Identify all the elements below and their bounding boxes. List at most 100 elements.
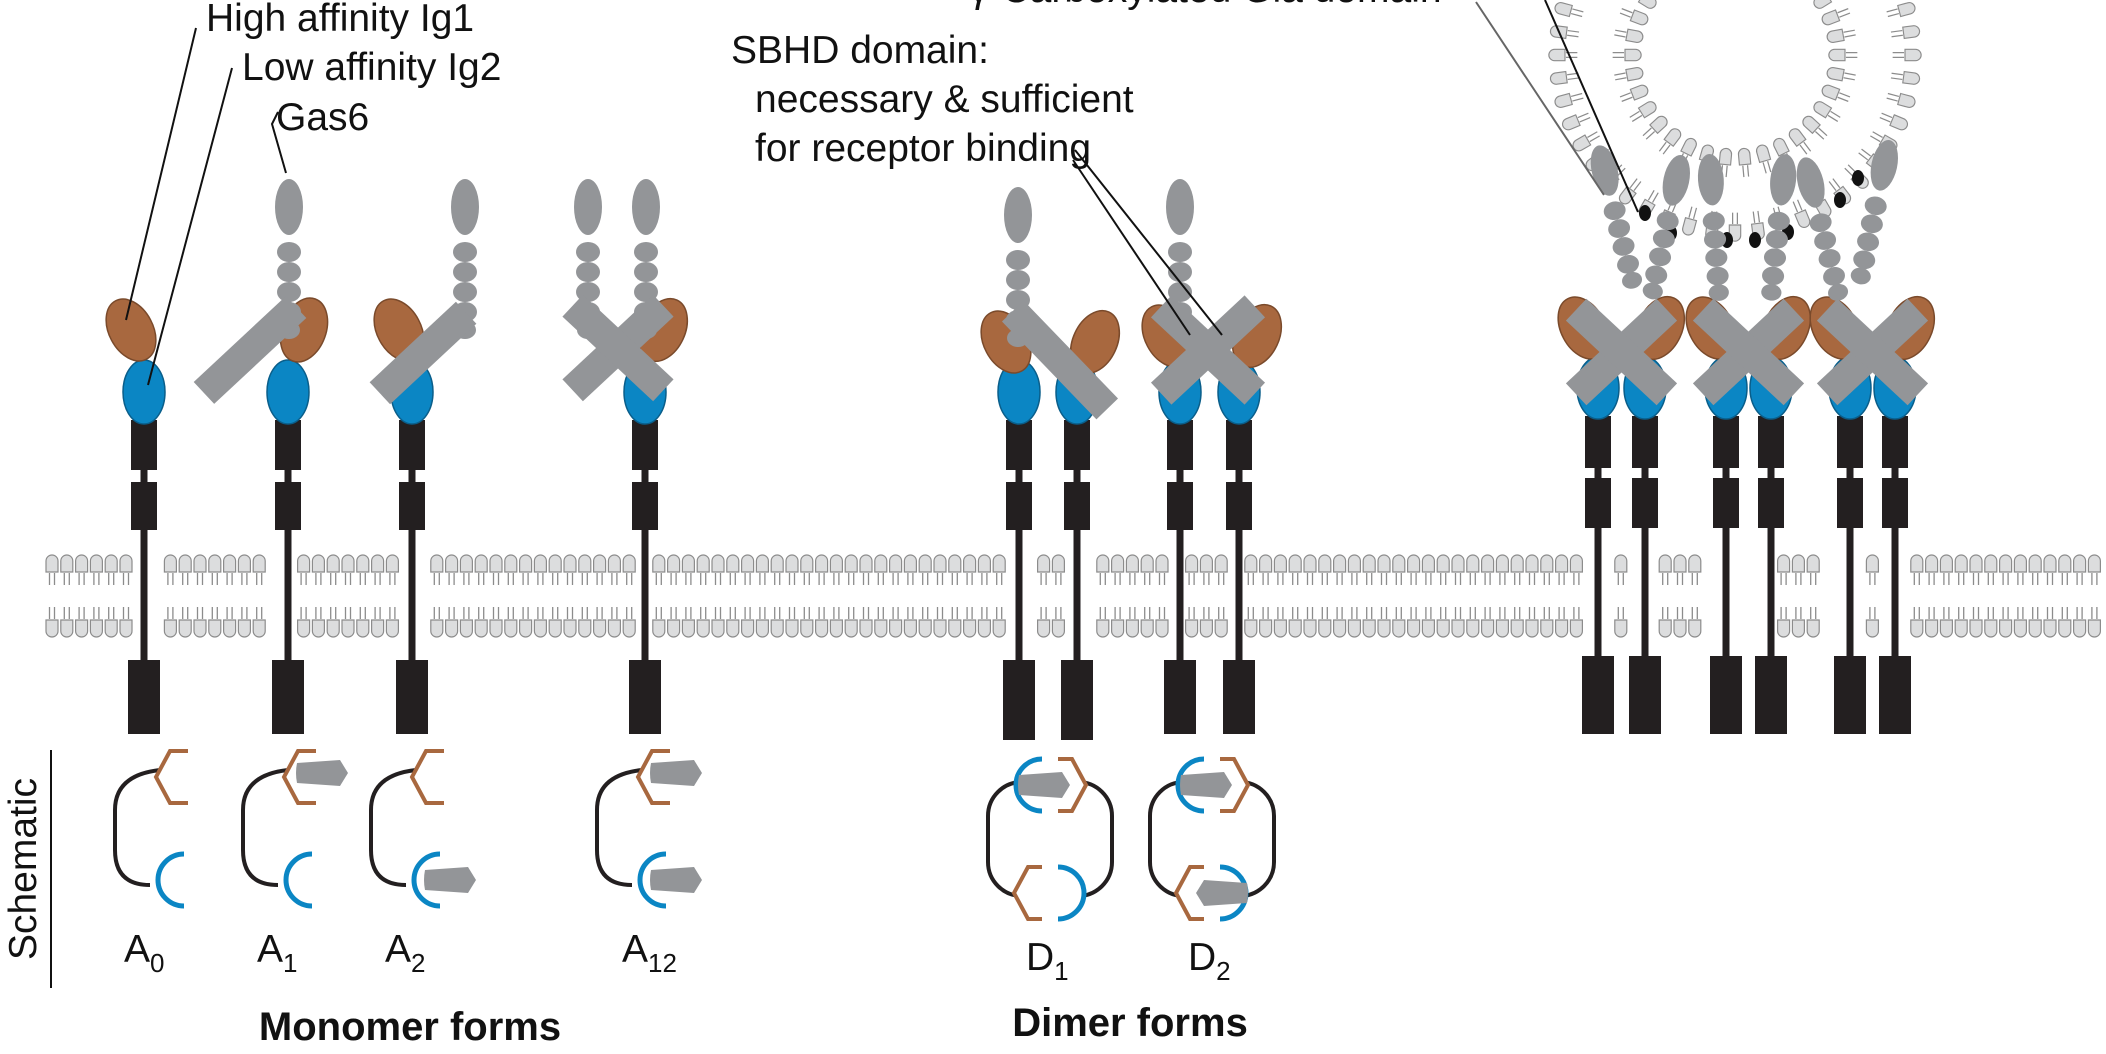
lipid (903, 606, 918, 638)
lipid (311, 606, 326, 638)
lipid (1614, 554, 1628, 586)
vesicle-lipid (1553, 89, 1585, 110)
lipid (504, 606, 518, 638)
lipid (1865, 554, 1880, 586)
receptor-stalk (408, 420, 416, 680)
lipid (888, 554, 903, 586)
vesicle-lipid (1828, 48, 1858, 62)
lipid (2087, 554, 2102, 586)
lipid (888, 606, 903, 638)
kinase-domain (396, 660, 428, 734)
lipid (1954, 554, 1968, 586)
gas6-symbol (296, 760, 348, 786)
lipid (592, 554, 607, 586)
lipid (1569, 606, 1584, 638)
lipid (193, 606, 207, 638)
lipid (1406, 606, 1421, 638)
lipid (578, 554, 592, 586)
lipid (578, 606, 592, 638)
lipid (903, 554, 918, 586)
lipid (1421, 606, 1436, 638)
lipid (2043, 606, 2057, 638)
lipid (1688, 606, 1702, 638)
linker (369, 768, 417, 887)
lipid (1658, 554, 1672, 586)
svg-text:A1: A1 (257, 928, 297, 978)
lipid (1776, 606, 1791, 638)
lipid (726, 606, 740, 638)
label-gla-domain: γ-Carboxylated Gla domain (969, 0, 1442, 11)
lipid (504, 554, 518, 586)
fn3-domain (1226, 420, 1252, 470)
ig2-symbol (637, 851, 667, 909)
fn3-domain (1837, 416, 1863, 468)
linker (241, 768, 289, 887)
lipid (652, 554, 666, 586)
gla-domain-dot (1639, 205, 1651, 221)
svg-text:D1: D1 (1026, 936, 1069, 986)
lipid (1540, 606, 1554, 638)
lipid (948, 606, 962, 638)
kinase-domain (1582, 656, 1614, 734)
fn3-domain (1758, 478, 1784, 528)
lipid (2028, 554, 2042, 586)
gla-domain-dot (1852, 170, 1864, 186)
lipid (60, 606, 74, 638)
lipid (1806, 606, 1820, 638)
lipid (356, 606, 370, 638)
lipid (548, 606, 562, 638)
kinase-domain (1834, 656, 1866, 734)
lipid (1318, 606, 1332, 638)
fn3-domain (1713, 478, 1739, 528)
lipid (222, 606, 237, 638)
lipid (1199, 606, 1214, 638)
lipid (45, 606, 59, 638)
lipid (1036, 554, 1051, 586)
lipid (1184, 606, 1199, 638)
lipid (1451, 606, 1465, 638)
lipid (341, 606, 355, 638)
lipid (740, 606, 755, 638)
vesicle-lipid (1889, 24, 1921, 41)
lipid (1036, 606, 1051, 638)
lipid (1273, 606, 1288, 638)
lipid (163, 554, 178, 586)
sbhd-bar (1692, 298, 1805, 406)
kinase-domain (1164, 660, 1196, 734)
lipid (1362, 606, 1376, 638)
lipid (696, 554, 710, 586)
lipid (666, 554, 681, 586)
lipid (622, 554, 636, 586)
lipid (489, 554, 503, 586)
lipid (696, 606, 710, 638)
lipid (489, 606, 503, 638)
receptor-a1 (266, 297, 329, 734)
lipid (1969, 606, 1983, 638)
lipid (814, 554, 829, 586)
lipid (1984, 554, 1998, 586)
vesicle-lipid (1613, 66, 1645, 84)
ig1-domain (105, 298, 157, 362)
fn3-domain (1713, 416, 1739, 468)
lipid (1924, 554, 1939, 586)
lipid (1110, 606, 1125, 638)
lipid (89, 554, 104, 586)
lipid (1910, 554, 1924, 586)
lipid (430, 554, 444, 586)
lipid (918, 606, 932, 638)
lipid (252, 554, 266, 586)
sbhd-bar-a12-2 (562, 294, 674, 402)
lipid (370, 554, 385, 586)
lipid (1110, 554, 1125, 586)
lipid (1658, 606, 1672, 638)
lipid (444, 606, 459, 638)
receptor-stalk (1846, 400, 1854, 670)
lipid (1791, 554, 1806, 586)
fn3-domain (1226, 482, 1252, 530)
lipid (474, 606, 488, 638)
lipid (977, 554, 992, 586)
lipid (1362, 554, 1376, 586)
lipid (785, 606, 799, 638)
sbhd-bar-a1 (193, 296, 307, 404)
receptor-stalk (1176, 420, 1184, 680)
